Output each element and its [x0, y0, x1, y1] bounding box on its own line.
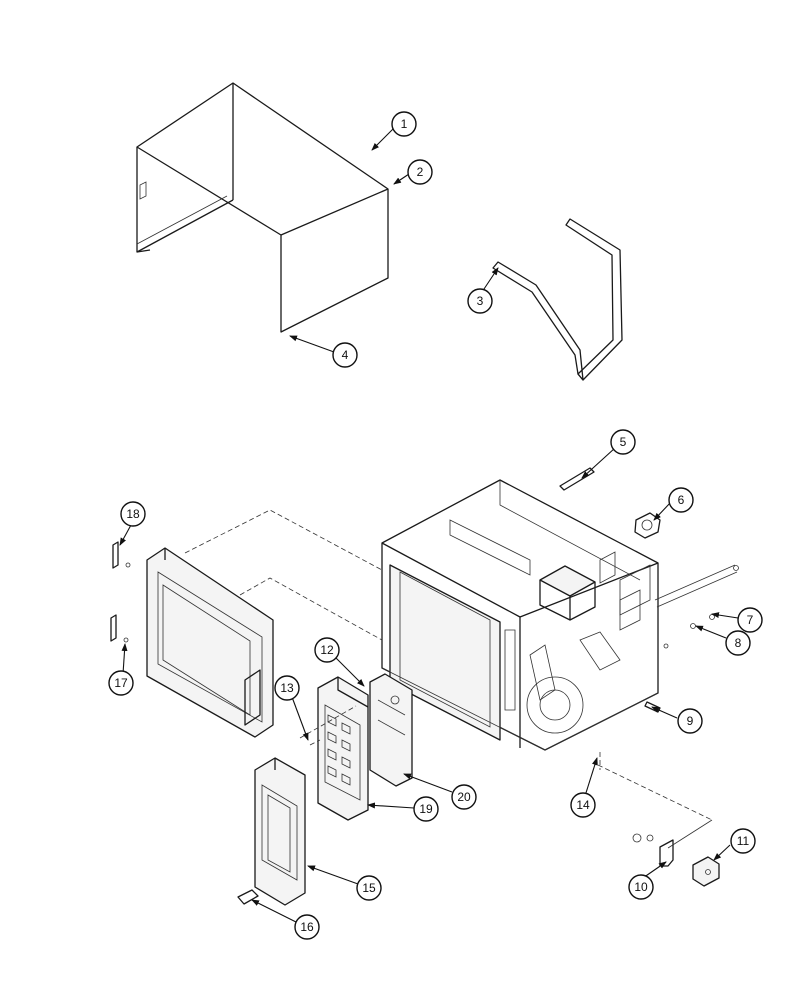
callout-11: 11 [730, 828, 756, 854]
callout-7: 7 [737, 607, 763, 633]
callout-19: 19 [413, 796, 439, 822]
outer-cabinet-part [136, 82, 389, 333]
small-screws-part [663, 614, 715, 649]
callout-12: 12 [314, 637, 340, 663]
door-part [146, 547, 274, 738]
callout-label: 4 [342, 348, 349, 362]
trim-strip-part [492, 218, 623, 381]
nut-part [634, 512, 661, 539]
switch-part [692, 856, 720, 887]
callout-label: 13 [280, 681, 294, 695]
callout-1: 1 [391, 111, 417, 137]
callout-label: 15 [362, 881, 376, 895]
callout-3: 3 [467, 288, 493, 314]
callout-label: 3 [477, 294, 484, 308]
callout-label: 7 [747, 613, 754, 627]
clip-part [237, 889, 259, 905]
callout-label: 6 [678, 493, 685, 507]
lower-hinge-part [110, 614, 129, 643]
callout-20: 20 [451, 784, 477, 810]
callout-16: 16 [294, 914, 320, 940]
callout-label: 18 [126, 507, 140, 521]
bracket-part [632, 819, 713, 867]
callout-2: 2 [407, 159, 433, 185]
main-chassis-part [381, 479, 659, 751]
callout-15: 15 [356, 875, 382, 901]
callout-4: 4 [332, 342, 358, 368]
callout-14: 14 [570, 792, 596, 818]
callout-label: 8 [735, 636, 742, 650]
callout-10: 10 [628, 874, 654, 900]
control-panel-part [317, 676, 369, 821]
upper-hinge-part [112, 541, 131, 569]
callout-label: 17 [114, 676, 128, 690]
callout-label: 12 [320, 643, 334, 657]
assembly-guides [184, 509, 713, 821]
callout-label: 5 [620, 435, 627, 449]
callout-label: 20 [457, 790, 471, 804]
circuit-board-part [369, 673, 413, 787]
callout-label: 9 [687, 714, 694, 728]
callout-label: 11 [737, 834, 750, 848]
callout-9: 9 [677, 708, 703, 734]
long-screws-part [654, 564, 739, 608]
callout-6: 6 [668, 487, 694, 513]
callout-13: 13 [274, 675, 300, 701]
callout-8: 8 [725, 630, 751, 656]
door-frame-part [254, 757, 306, 906]
rod-part [559, 467, 595, 491]
callout-17: 17 [108, 670, 134, 696]
callout-label: 14 [576, 798, 590, 812]
callout-5: 5 [610, 429, 636, 455]
callout-18: 18 [120, 501, 146, 527]
callout-label: 10 [634, 880, 648, 894]
callout-label: 19 [419, 802, 433, 816]
callout-label: 1 [401, 117, 408, 131]
panel-buttons [327, 714, 351, 786]
callout-label: 16 [300, 920, 314, 934]
callout-label: 2 [417, 165, 424, 179]
